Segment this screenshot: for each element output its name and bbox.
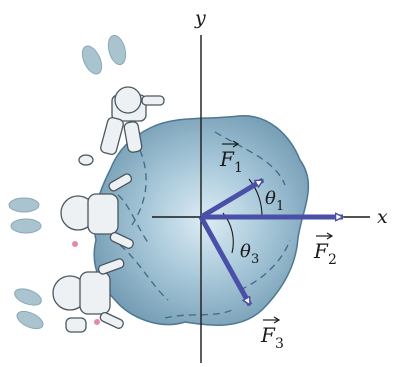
force-2-subscript: 2 bbox=[328, 252, 337, 268]
y-axis-label: y bbox=[194, 7, 206, 29]
force-1-subscript: 1 bbox=[234, 160, 243, 176]
theta-1-subscript: 1 bbox=[276, 199, 284, 214]
theta-1-arc bbox=[248, 178, 263, 218]
force-2-label: F 2 bbox=[313, 232, 337, 268]
force-3-symbol: F bbox=[260, 323, 276, 347]
force-2-symbol: F bbox=[313, 239, 329, 263]
theta-3-subscript: 3 bbox=[251, 252, 259, 267]
theta-1-label: θ 1 bbox=[265, 188, 284, 214]
astronaut-icon bbox=[78, 86, 165, 166]
x-axis-label: x bbox=[377, 206, 388, 228]
force-3-subscript: 3 bbox=[275, 336, 284, 352]
astronaut-icon bbox=[52, 258, 125, 333]
force-3-label: F 3 bbox=[260, 316, 284, 352]
force-1-vector bbox=[199, 177, 263, 220]
force-1-symbol: F bbox=[219, 147, 235, 171]
astronaut-icon bbox=[60, 173, 134, 249]
force-3-vector bbox=[198, 215, 253, 305]
force-1-label: F 1 bbox=[219, 140, 243, 176]
theta-3-symbol: θ bbox=[240, 241, 251, 262]
theta-3-label: θ 3 bbox=[240, 241, 259, 267]
jet-exhaust-icon bbox=[8, 34, 127, 330]
theta-1-symbol: θ bbox=[265, 188, 276, 209]
